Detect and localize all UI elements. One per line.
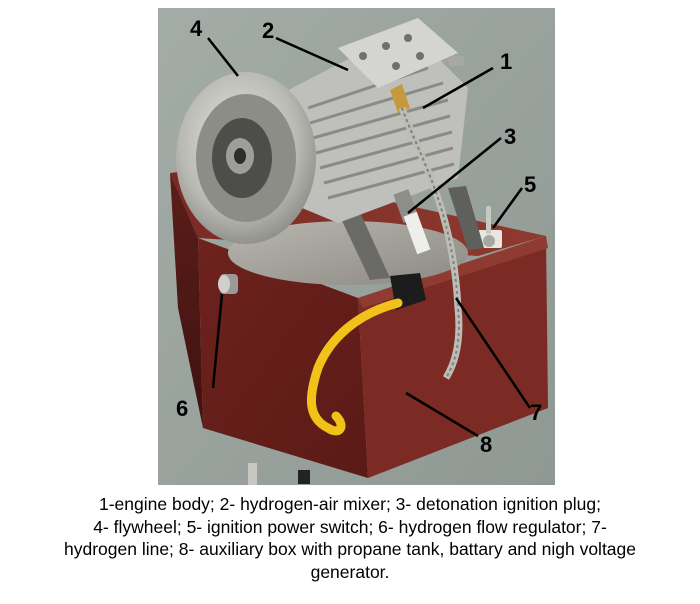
callout-7: 7 — [530, 400, 543, 425]
flow-regulator-knob — [218, 274, 238, 294]
callout-8: 8 — [480, 432, 493, 457]
hydrogen-line — [398, 106, 463, 380]
figure-caption: 1-engine body; 2- hydrogen-air mixer; 3-… — [0, 493, 700, 583]
leader-lines — [207, 36, 532, 438]
callout-2: 2 — [262, 18, 275, 43]
engine-body — [273, 18, 468, 223]
callout-3: 3 — [504, 124, 517, 149]
caption-line: 4- flywheel; 5- ignition power switch; 6… — [93, 516, 607, 537]
flywheel — [176, 72, 316, 244]
callout-1: 1 — [500, 49, 513, 74]
callout-6: 6 — [176, 396, 189, 421]
caption-line: hydrogen line; 8- auxiliary box with pro… — [63, 539, 637, 559]
caption-line: 1-engine body; 2- hydrogen-air mixer; 3-… — [99, 494, 601, 514]
callout-5: 5 — [524, 172, 537, 197]
ignition-cable — [306, 273, 426, 436]
ignition-plug — [393, 189, 431, 255]
caption-line: generator. — [310, 561, 390, 582]
base-plate — [228, 221, 468, 285]
callout-4: 4 — [190, 16, 203, 41]
engine-photo: 4 2 1 3 5 6 7 8 — [158, 8, 555, 485]
mixer-fitting — [390, 84, 410, 113]
